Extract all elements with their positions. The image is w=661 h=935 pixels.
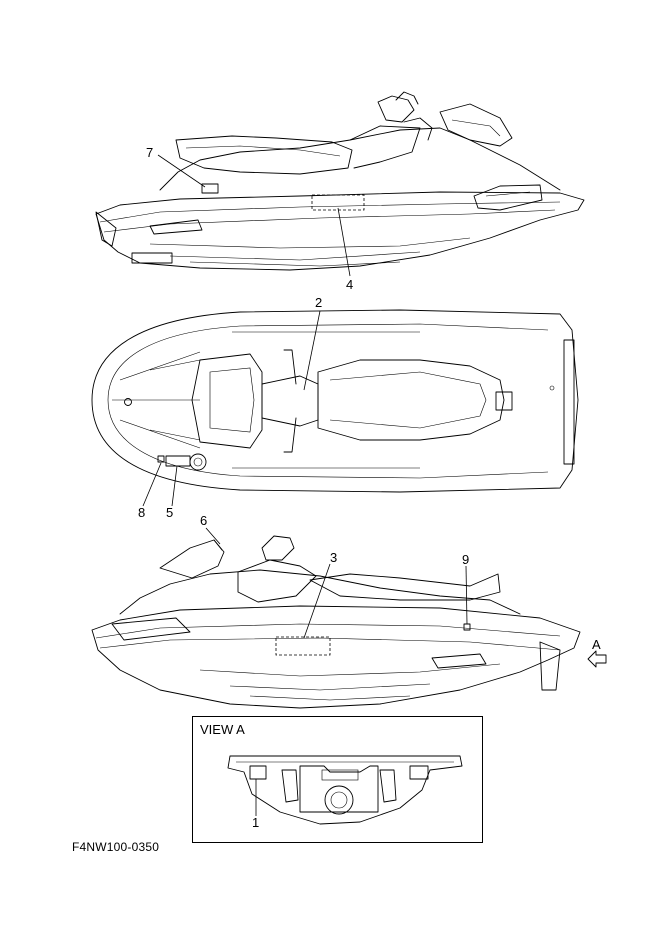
side-view-top [95,91,585,271]
view-a-detail [227,755,463,825]
callout-9: 9 [462,552,470,567]
top-view [91,309,579,493]
callout-5: 5 [166,505,174,520]
view-a-title: VIEW A [200,722,245,737]
view-a-frame [192,716,483,843]
callout-8: 8 [138,505,146,520]
figure-code: F4NW100-0350 [72,840,160,854]
view-arrow-label: A [592,637,601,652]
callout-1: 1 [252,815,260,830]
callout-4: 4 [346,277,354,292]
callout-3: 3 [330,550,338,565]
side-view-bottom [91,535,607,709]
callout-7: 7 [146,145,154,160]
callout-6: 6 [200,513,208,528]
callout-2: 2 [315,295,323,310]
